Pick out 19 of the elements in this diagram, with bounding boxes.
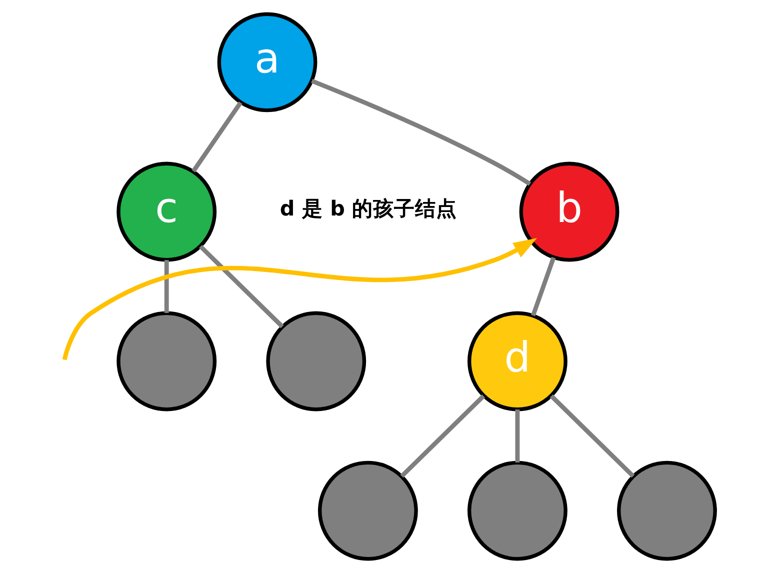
connector bbox=[164, 260, 168, 313]
connector bbox=[191, 101, 242, 172]
node-circle bbox=[317, 460, 418, 561]
connector bbox=[198, 244, 284, 328]
label: d 是 b 的孩子结点 bbox=[279, 196, 457, 221]
node-circle: a bbox=[216, 12, 317, 112]
node-circle: b bbox=[518, 162, 619, 262]
connector bbox=[530, 256, 556, 316]
connector bbox=[310, 78, 531, 186]
node-circle bbox=[466, 460, 567, 561]
node-circle: c bbox=[116, 162, 216, 262]
connector bbox=[400, 394, 485, 478]
node-circle bbox=[266, 311, 366, 412]
node-circle: d bbox=[466, 311, 567, 412]
connector bbox=[514, 410, 520, 462]
arrow bbox=[62, 238, 537, 360]
node-circle bbox=[116, 311, 216, 412]
node-circle bbox=[616, 460, 716, 561]
connector bbox=[549, 394, 634, 478]
